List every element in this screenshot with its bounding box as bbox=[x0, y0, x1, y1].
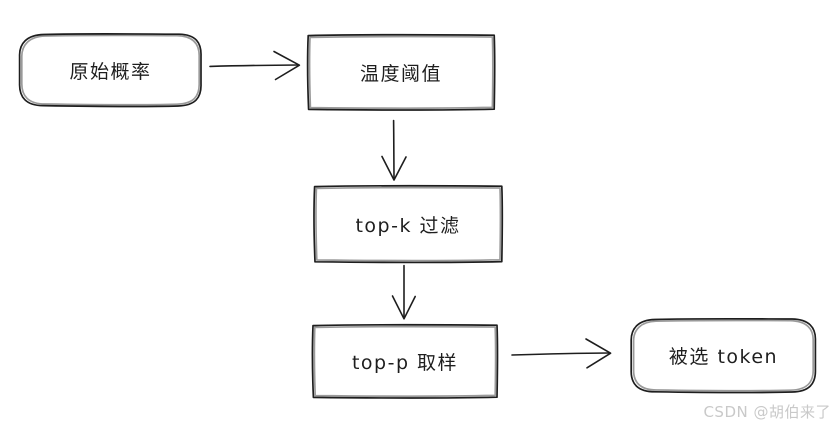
arrow-topp-to-token bbox=[511, 338, 612, 369]
watermark: CSDN @胡伯来了 bbox=[703, 403, 831, 421]
arrow-temperature-to-topk bbox=[381, 119, 407, 181]
arrow-raw-to-temperature bbox=[209, 50, 301, 81]
node-box-temperature-threshold bbox=[306, 33, 496, 111]
node-box-raw-probability bbox=[18, 32, 202, 108]
node-box-top-k-filter bbox=[313, 184, 504, 264]
arrow-topk-to-topp bbox=[391, 264, 416, 320]
node-box-top-p-sampling bbox=[311, 323, 499, 399]
node-box-selected-token bbox=[630, 317, 817, 394]
